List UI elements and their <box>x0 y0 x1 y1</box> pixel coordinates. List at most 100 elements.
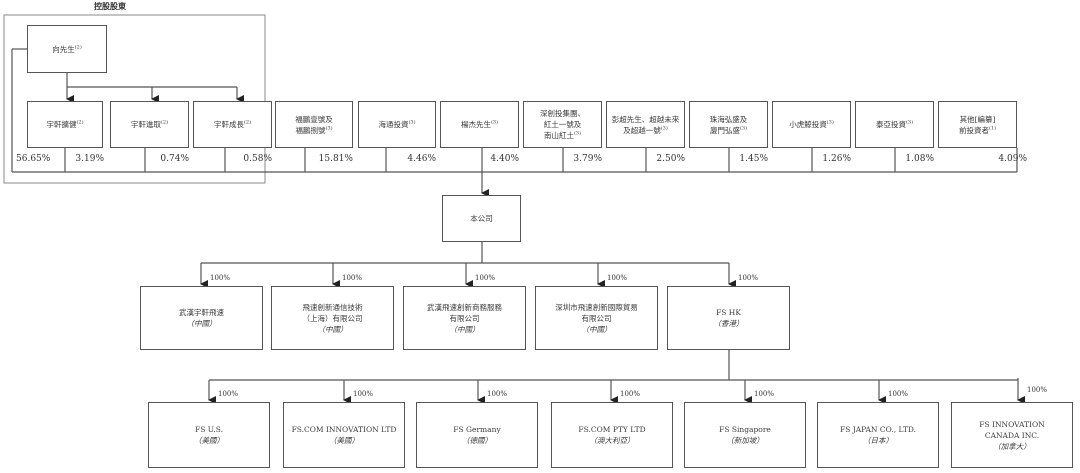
shareholder-note: (3) <box>490 119 499 126</box>
shareholder-name-line: 福鵬壹號及 <box>295 114 333 124</box>
entity-name-line: FS Germany <box>453 425 501 434</box>
ownership-pct: 100% <box>1027 386 1048 394</box>
shareholder-box: 彭超先生、超越未來及超越一號(3) <box>606 101 685 148</box>
shareholding-pct: 1.26% <box>822 154 851 164</box>
shareholder-name-line: 宇軒成長(2) <box>214 119 251 130</box>
entity-name-line: 有限公司 <box>581 313 612 323</box>
entity-name-line: FS INNOVATION <box>979 419 1045 429</box>
shareholder-note: (2) <box>160 119 169 126</box>
ownership-pct: 100% <box>210 274 231 282</box>
subsidiary-box: 武漢飛速創新商務服務有限公司（中國） <box>403 286 526 350</box>
shareholder-note: (3) <box>905 119 914 126</box>
shareholder-box: 小虎鯨投資(3) <box>772 101 851 148</box>
shareholding-pct: 2.50% <box>656 154 685 164</box>
ownership-pct: 100% <box>218 390 239 398</box>
shareholder-box: 泰亞投資(3) <box>855 101 934 148</box>
shareholder-note: (3) <box>660 125 668 131</box>
shareholder-name-line: 宇軒進取(2) <box>131 119 168 130</box>
entity-name-line: 飛速創新通信技術 <box>302 302 363 312</box>
entity-country: （德國） <box>462 436 492 445</box>
shareholder-name: 海通投資 <box>378 120 409 129</box>
shareholder-note: (3) <box>739 125 748 131</box>
overseas-subsidiary-box: FS JAPAN CO., LTD.（日本） <box>817 402 939 468</box>
controlling-shareholders-title: 控股股東 <box>94 1 126 11</box>
shareholding-pct: 4.40% <box>490 154 519 164</box>
entity-name-line: 武漢飛速創新商務服務 <box>427 302 502 312</box>
shareholder-note: (3) <box>573 130 582 137</box>
shareholder-name-line: 海通投資(3) <box>378 119 415 130</box>
subsidiary-box: FS HK （香港） <box>667 286 790 350</box>
entity-name-line: （上海）有限公司 <box>302 313 363 323</box>
entity-country: （加拿大） <box>993 441 1031 451</box>
shareholder-name-line: 楊杰先生(3) <box>461 119 498 130</box>
entity-name-line: 深圳市飛速創新國際貿易 <box>555 302 638 312</box>
shareholder-box: 福鵬壹號及福鵬捌號(3) <box>275 101 353 148</box>
entity-country: （中國） <box>317 324 348 334</box>
shareholder-name-line: 福鵬捌號(3) <box>295 125 332 136</box>
shareholder-box: 宇軒擴健(2) <box>27 101 103 148</box>
ownership-pct: 100% <box>607 274 628 282</box>
shareholder-name: 前投資者 <box>958 125 989 135</box>
shareholding-pct: 0.74% <box>160 154 189 164</box>
shareholder-box: 楊杰先生(3) <box>440 101 519 148</box>
entity-country: （美國） <box>194 436 224 445</box>
shareholder-name: 廈門弘盛 <box>709 125 740 135</box>
shareholding-pct: 15.81% <box>318 154 353 164</box>
shareholder-name: 小虎鯨投資 <box>789 120 827 129</box>
entity-name-line: FS HK <box>716 308 741 317</box>
shareholder-name-line: 泰亞投資(3) <box>876 119 913 130</box>
ownership-pct: 100% <box>888 390 909 398</box>
shareholder-name: 宇軒進取 <box>130 120 161 129</box>
subsidiary-box: 深圳市飛速創新國際貿易有限公司（中國） <box>535 286 658 350</box>
overseas-subsidiary-box: FS Singapore（新加坡） <box>684 402 806 468</box>
entity-country: （香港） <box>713 319 744 328</box>
parent-name: 向先生 <box>52 44 75 54</box>
entity-country: （澳大利亞） <box>589 436 635 445</box>
ownership-pct: 100% <box>754 390 775 398</box>
controlling-shareholder-frame <box>3 14 266 184</box>
shareholder-note: (2) <box>76 119 84 126</box>
ownership-pct: 100% <box>620 390 641 398</box>
overseas-subsidiary-box: FS.COM INNOVATION LTD（美國） <box>283 402 405 468</box>
shareholder-name-line: 廈門弘盛(3) <box>710 125 747 136</box>
shareholder-name: 南山紅土 <box>543 131 574 140</box>
shareholder-name-line: 南山紅土(3) <box>544 130 581 141</box>
shareholder-name: 福鵬捌號 <box>295 125 326 135</box>
parent-box-mr-xiang: 向先生(2) <box>27 25 107 73</box>
shareholder-box: 其他[編纂]前投資者(1) <box>938 101 1017 148</box>
shareholding-pct: 3.19% <box>75 154 104 164</box>
shareholder-name-line: 紅土一號及 <box>543 120 582 129</box>
subsidiary-box: 武漢宇軒飛速（中國） <box>140 286 263 350</box>
entity-name-line: 武漢宇軒飛速 <box>179 308 224 317</box>
shareholder-box: 深創投集團、紅土一號及南山紅土(3) <box>523 101 602 148</box>
shareholder-box: 海通投資(3) <box>358 101 436 148</box>
overseas-subsidiary-box: FS.COM PTY LTD （澳大利亞） <box>551 402 673 468</box>
entity-name-line: FS.COM PTY LTD <box>578 425 646 434</box>
entity-name-line: FS U.S. <box>195 425 223 434</box>
ownership-pct: 100% <box>738 274 759 282</box>
company-name: 本公司 <box>470 214 493 223</box>
ownership-pct: 100% <box>342 274 363 282</box>
shareholder-name-line: 前投資者(1) <box>959 125 996 136</box>
shareholder-name-line: 其他[編纂] <box>959 114 996 124</box>
shareholding-pct: 3.79% <box>573 154 602 164</box>
ownership-pct: 100% <box>475 274 496 282</box>
shareholder-box: 珠海弘盛及廈門弘盛(3) <box>689 101 768 148</box>
ownership-pct: 100% <box>353 390 374 398</box>
shareholder-name-line: 彭超先生、超越未來 <box>611 114 680 124</box>
shareholder-name: 宇軒成長 <box>213 120 244 129</box>
company-box: 本公司 <box>442 195 521 242</box>
shareholder-note: (3) <box>826 119 834 126</box>
entity-country: （中國） <box>581 324 612 334</box>
shareholder-note: (1) <box>988 125 997 131</box>
shareholding-pct: 1.08% <box>905 154 934 164</box>
overseas-subsidiary-box: FS Germany （德國） <box>416 402 538 468</box>
entity-country: （美國） <box>329 436 359 445</box>
entity-country: （日本） <box>863 436 893 445</box>
shareholder-name-line: 深創投集團、 <box>540 109 585 118</box>
shareholder-box: 宇軒進取(2) <box>110 101 189 148</box>
shareholder-note: (3) <box>408 119 416 126</box>
shareholder-name-line: 及超越一號(3) <box>623 125 668 136</box>
